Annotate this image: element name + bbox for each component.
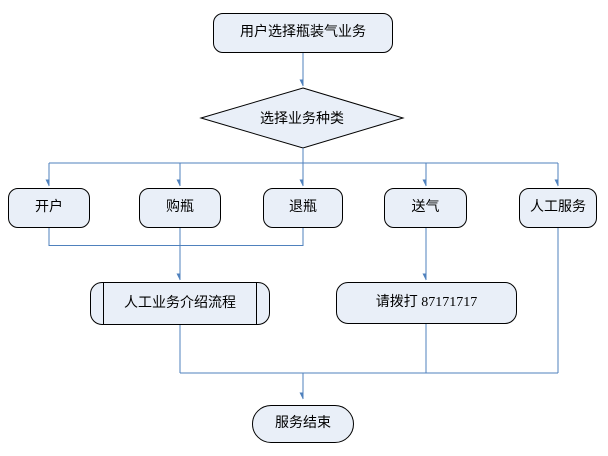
node-end: 服务结束 [252, 405, 354, 443]
node-manual-intro-label: 人工业务介绍流程 [124, 295, 236, 311]
node-call-number: 请拨打 87171717 [336, 282, 517, 324]
node-manual-service: 人工服务 [519, 188, 597, 228]
node-gas-delivery: 送气 [384, 188, 467, 228]
node-buy-bottle: 购瓶 [139, 188, 221, 228]
node-return-bottle: 退瓶 [263, 188, 343, 228]
node-start: 用户选择瓶装气业务 [213, 13, 393, 53]
node-decision-label: 选择业务种类 [260, 112, 344, 127]
node-open-account: 开户 [8, 188, 90, 228]
predefined-process-left-bar [103, 283, 104, 324]
node-manual-intro: 人工业务介绍流程 [90, 282, 270, 325]
predefined-process-right-bar [256, 283, 257, 324]
